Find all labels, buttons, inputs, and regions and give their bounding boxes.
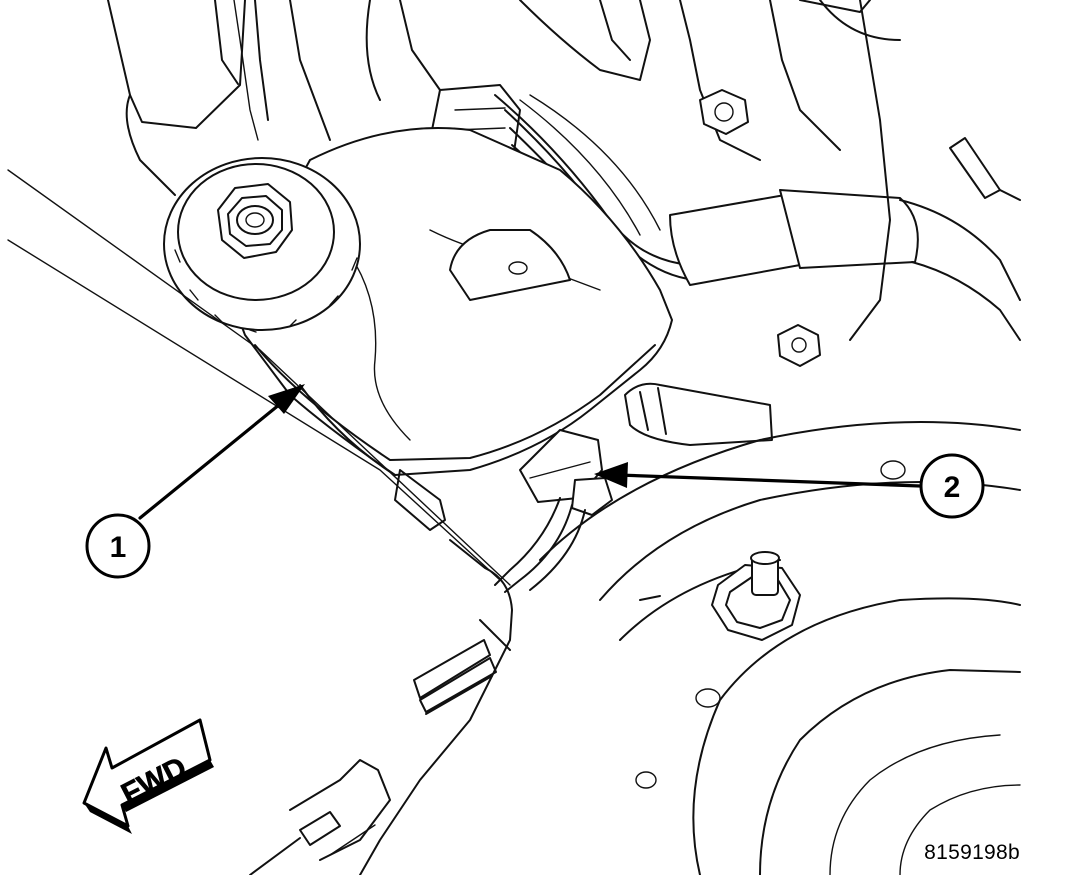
upper-bolt — [699, 89, 749, 135]
fluid-level-sensor-connector — [494, 382, 773, 593]
brake-fluid-reservoir — [163, 127, 673, 476]
reservoir-cap — [163, 157, 361, 333]
leader-arrow-2 — [594, 462, 922, 488]
lower-cover — [7, 169, 513, 875]
callout-2: 2 — [919, 453, 985, 519]
forward-direction-arrow: FWD — [82, 718, 214, 834]
callout-1: 1 — [85, 513, 151, 579]
leader-arrow-1 — [138, 384, 305, 520]
figure-id: 8159198b — [924, 841, 1020, 864]
callout-1-label: 1 — [110, 531, 127, 564]
callout-2-label: 2 — [944, 471, 961, 504]
upper-structure — [107, 0, 901, 196]
strut-tower — [539, 421, 1021, 875]
